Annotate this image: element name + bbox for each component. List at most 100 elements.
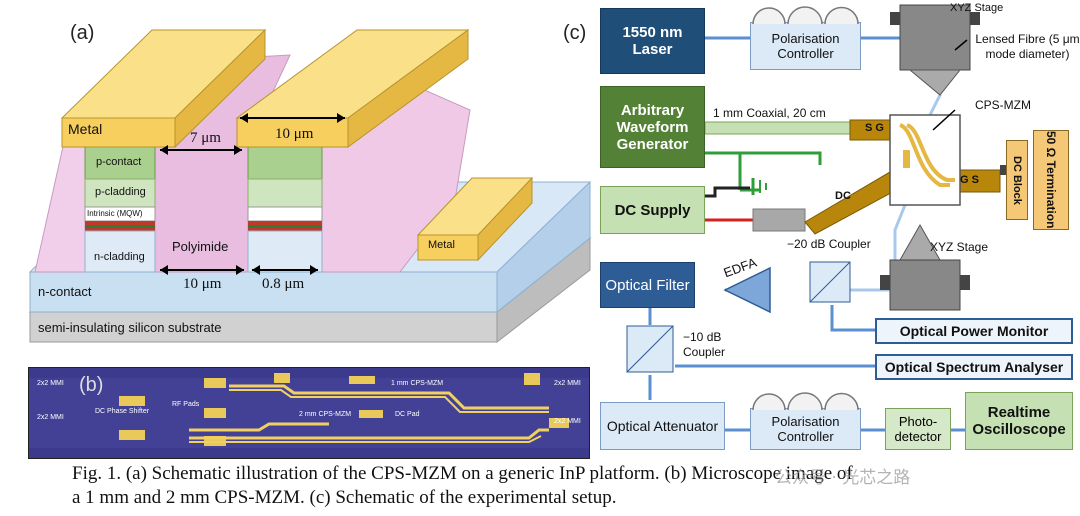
- ridge-width-label: 10 μm: [183, 276, 222, 292]
- metal-left-side: [174, 28, 266, 149]
- n-cladding-left: [84, 230, 156, 273]
- pad: [349, 376, 375, 384]
- mqw-label: Intrinsic (MQW): [87, 209, 143, 218]
- chip-dc-pad: [903, 150, 910, 168]
- arrowhead: [337, 113, 345, 123]
- dc-block-box: DC Block: [1006, 140, 1028, 220]
- dc-pad-label: DC Pad: [395, 411, 420, 418]
- optical-filter-label: Optical Filter: [605, 276, 690, 294]
- metal-width-label: 10 μm: [275, 126, 314, 142]
- attenuator-label: Optical Attenuator: [606, 418, 719, 434]
- dc-wire-black: [705, 186, 750, 198]
- pad: [359, 410, 383, 418]
- power-monitor-box: Optical Power Monitor: [875, 318, 1073, 344]
- xyz-stage-bottom: [889, 259, 961, 311]
- n-cladding-right: [247, 230, 323, 273]
- coupler-20db-label: −20 dB Coupler: [787, 237, 871, 251]
- mqw-stripe-red2-right: [248, 228, 322, 231]
- coupler-10db-split: [626, 325, 674, 373]
- xyz-stage-bottom-label: XYZ Stage: [930, 240, 989, 254]
- caption-line-1: Fig. 1. (a) Schematic illustration of th…: [72, 463, 853, 484]
- oscilloscope-label: Realtime Oscilloscope: [972, 404, 1066, 438]
- arrowhead: [234, 145, 242, 155]
- chip-electrode: [906, 123, 955, 182]
- mmi-label: 2x2 MMI: [554, 418, 581, 425]
- arrowhead: [310, 265, 318, 275]
- optical-filter-box: Optical Filter: [600, 262, 695, 308]
- attenuator-box: Optical Attenuator: [600, 402, 725, 450]
- mqw-stripe-red2-left: [85, 228, 155, 231]
- oscilloscope-box: Realtime Oscilloscope: [965, 392, 1073, 450]
- dc-supply-box: DC Supply: [600, 186, 705, 234]
- coupler-10db-label: −10 dB Coupler: [683, 330, 726, 359]
- awg-label: Arbitrary Waveform Generator: [616, 101, 689, 153]
- sg-label: S G: [865, 122, 884, 134]
- fibre-power-monitor: [830, 305, 875, 332]
- chip-electrode: [899, 123, 950, 187]
- p-cladding-right: [247, 178, 323, 208]
- gap-bottom-label: 0.8 μm: [262, 276, 305, 292]
- pad: [274, 373, 290, 383]
- pad: [119, 396, 145, 406]
- pad: [204, 408, 226, 418]
- spectrum-analyser-box: Optical Spectrum Analyser: [875, 354, 1073, 380]
- figure-caption: Fig. 1. (a) Schematic illustration of th…: [72, 462, 1062, 510]
- substrate-front: [29, 311, 498, 343]
- termination-box: 50 Ω Termination: [1033, 130, 1069, 230]
- metal-small-front: [417, 234, 479, 261]
- pad: [549, 418, 569, 428]
- polarisation-controller-top: Polarisation Controller: [750, 22, 861, 70]
- lensed-fibre-label: Lensed Fibre (5 μm mode diameter): [975, 32, 1080, 61]
- mqw-stripe-red-right: [248, 221, 322, 225]
- dc-probe-label: DC: [835, 190, 851, 202]
- arrowhead: [252, 265, 260, 275]
- polyimide-label: Polyimide: [172, 239, 229, 254]
- dc-supply-label: DC Supply: [614, 201, 691, 219]
- stage-top-clamp: [890, 12, 980, 25]
- dc-block-label: DC Block: [1011, 155, 1023, 205]
- substrate-label: semi-insulating silicon substrate: [38, 320, 222, 335]
- trace-2mm-bottom: [189, 428, 549, 440]
- awg-box: Arbitrary Waveform Generator: [600, 86, 705, 168]
- n-contact-front: [29, 271, 498, 313]
- laser-label: 1550 nm Laser: [622, 24, 683, 58]
- panel-a-label: (a): [70, 22, 95, 44]
- trace-1mm-bottom: [229, 389, 549, 413]
- cps-2mm-label: 2 mm CPS-MZM: [299, 411, 352, 418]
- arrowhead: [160, 145, 168, 155]
- p-contact-label: p-contact: [96, 156, 142, 168]
- arrowhead: [236, 265, 244, 275]
- trace-2mm-top: [189, 422, 329, 432]
- p-cladding-label: p-cladding: [95, 186, 146, 198]
- panel-a: (a) Metal Metal 7 μm 10 μm p-contact p-c…: [0, 0, 600, 350]
- spectrum-analyser-label: Optical Spectrum Analyser: [884, 359, 1064, 375]
- power-monitor-label: Optical Power Monitor: [899, 323, 1049, 339]
- mqw-right: [247, 206, 323, 222]
- cps-mzm-label: CPS-MZM: [975, 98, 1031, 112]
- mqw-stripe-green-left: [85, 225, 155, 228]
- pol-ctrl-top-label: Polarisation Controller: [771, 31, 840, 61]
- trace-2mm-ground: [189, 435, 542, 443]
- caption-line-2: a 1 mm and 2 mm CPS-MZM. (c) Schematic o…: [72, 487, 617, 508]
- photodetector-label: Photo-detector: [894, 414, 942, 444]
- dc-probe-needle: [804, 171, 901, 235]
- panel-c-connections: [626, 4, 1006, 432]
- pol-ctrl-bottom-loops: [752, 392, 859, 410]
- gap-width-label: 7 μm: [190, 130, 221, 146]
- photodetector-box: Photo-detector: [885, 408, 951, 450]
- watermark: 公众号 · 光芯之路: [775, 468, 911, 488]
- n-cladding-label: n-cladding: [94, 251, 145, 263]
- xyz-stage-top: [899, 4, 971, 71]
- lensed-fibre-tip-top: [908, 69, 962, 96]
- trace-1mm-top: [229, 384, 549, 410]
- coupler-20db-split: [809, 261, 851, 303]
- metal-left-label: Metal: [68, 121, 103, 137]
- edfa-symbol: [723, 266, 771, 314]
- panel-b-label: (b): [79, 374, 104, 396]
- mmi-label: 2x2 MMI: [37, 414, 64, 421]
- panel-c: (c) 1550 nm Laser Polarisation Controlle…: [555, 0, 1080, 460]
- gs-label: G S: [960, 174, 979, 186]
- cps-mzm-pointer: [932, 109, 956, 131]
- dc-phase-shifter-label: DC Phase Shifter: [95, 408, 150, 415]
- mqw-stripe-green-right: [248, 225, 322, 228]
